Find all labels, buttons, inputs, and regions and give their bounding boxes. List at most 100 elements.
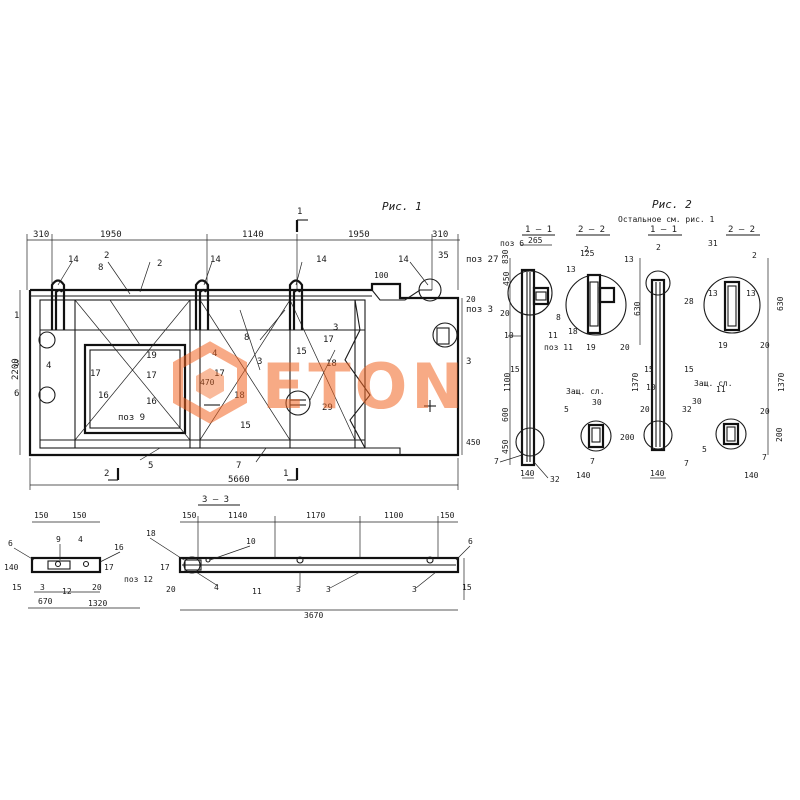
label-6: 6: [14, 389, 19, 399]
label-b-12: 12: [62, 587, 72, 596]
dim-b-1140: 1140: [228, 511, 247, 520]
label-5-s4: 5: [702, 445, 707, 454]
label-b-4-a: 4: [78, 535, 83, 544]
section-title-1-1-a: 1 — 1: [525, 225, 552, 235]
dim-100: 100: [374, 271, 389, 280]
label-b-4-b: 4: [214, 583, 219, 592]
section-title-1-1-b: 1 — 1: [650, 225, 677, 235]
dim-b-150-a: 150: [34, 511, 49, 520]
dim-top-1: 310: [33, 230, 49, 240]
section-2-2-b: 2 — 2 630 20 1370 20 200 140 31 2 13 13 …: [702, 225, 786, 480]
dim-140-d: 140: [744, 471, 759, 480]
dim-b-670: 670: [38, 597, 53, 606]
label-3-right: 3: [333, 323, 338, 333]
dim-b-15-a: 15: [12, 583, 22, 592]
dim-1100: 1100: [503, 373, 512, 392]
dim-b-1320: 1320: [88, 599, 107, 608]
dim-b-20-a: 20: [92, 583, 102, 592]
label-b-6-a: 6: [8, 539, 13, 548]
dim-top-3: 1140: [242, 230, 264, 240]
fig2-note: Остальное см. рис. 1: [618, 215, 715, 224]
dim-265: 265: [528, 236, 543, 245]
label-32-s3: 32: [682, 405, 692, 414]
label-14-d: 14: [398, 255, 409, 265]
dim-140-a: 140: [520, 469, 535, 478]
label-29: 29: [322, 403, 333, 413]
watermark: ETON: [173, 341, 467, 424]
label-4-left: 4: [46, 361, 51, 371]
main-elevation: 310 1950 1140 1950 310 1: [11, 207, 481, 490]
label-b-6-b: 6: [468, 537, 473, 546]
label-30-s3: 30: [692, 397, 702, 406]
label-15-a: 15: [240, 421, 251, 431]
section-title-2-2-b: 2 — 2: [728, 225, 755, 235]
label-10-s3: 10: [646, 383, 656, 392]
label-14-c: 14: [316, 255, 327, 265]
label-11-s4: 11: [716, 385, 726, 394]
label-3-far: 3: [466, 357, 471, 367]
label-2-s: 2: [584, 245, 589, 254]
label-13-a: 13: [566, 265, 576, 274]
fig2-title: Рис. 2: [652, 198, 692, 211]
label-5: 5: [148, 461, 153, 471]
label-poz3: поз 3: [466, 305, 493, 315]
label-b-3-a: 3: [40, 583, 45, 592]
dim-overall: 5660: [228, 475, 250, 485]
label-7-s4: 7: [762, 453, 767, 462]
watermark-text: ETON: [262, 350, 467, 423]
dim-600: 600: [501, 407, 510, 422]
label-13-d: 13: [746, 289, 756, 298]
label-7: 7: [236, 461, 241, 471]
label-15-s3b: 15: [684, 365, 694, 374]
label-5-s: 5: [564, 405, 569, 414]
label-2-b: 2: [157, 259, 162, 269]
zash-sl-a: Защ. сл.: [566, 387, 605, 396]
label-19-s: 19: [586, 343, 596, 352]
dim-20: 20: [466, 295, 476, 304]
label-b-poz12: поз 12: [124, 575, 153, 584]
dim-1370-a: 1370: [631, 373, 640, 392]
label-18-b: 18: [326, 359, 337, 369]
label-poz27: поз 27: [466, 255, 499, 265]
dim-b-150-b: 150: [72, 511, 87, 520]
label-14-b: 14: [210, 255, 221, 265]
dim-450: 450: [466, 438, 481, 447]
label-1: 1: [14, 311, 19, 321]
label-8-b: 8: [244, 333, 249, 343]
label-31: 31: [708, 239, 718, 248]
label-3-mid: 3: [257, 357, 262, 367]
dim-top-5: 310: [432, 230, 448, 240]
dim-b-3670: 3670: [304, 611, 323, 620]
dim-830: 830: [501, 249, 510, 264]
section-3-3: 3 — 3 150 150 140 15 670 20 1320 150: [4, 495, 473, 620]
label-8-a: 8: [98, 263, 103, 273]
cut-marker-1-top: 1: [297, 207, 302, 217]
zash-sl-b: Защ. сл.: [694, 379, 733, 388]
dim-b-20-b: 20: [166, 585, 176, 594]
dim-470: 470: [200, 378, 215, 387]
dim-b-150-c: 150: [182, 511, 197, 520]
dim-height: 2200: [11, 358, 21, 380]
label-poz6: поз 6: [500, 239, 524, 248]
section-1-1-b: 1 — 1 140 20 2 28 15 10 32 30 7 15 Защ. …: [640, 225, 733, 479]
label-2-s4: 2: [752, 251, 757, 260]
label-13-b: 13: [624, 255, 634, 264]
label-19-s4: 19: [718, 341, 728, 350]
label-b-17-a: 17: [104, 563, 114, 572]
label-poz11: поз 11: [544, 343, 573, 352]
dim-1370-b: 1370: [777, 373, 786, 392]
section-1-1-a: 1 — 1 265 450 830 20 1100 600 450 140 по…: [494, 225, 573, 484]
label-19: 19: [146, 351, 157, 361]
label-14-a: 14: [68, 255, 79, 265]
dim-140-c: 140: [650, 469, 665, 478]
label-10-s: 10: [504, 331, 514, 340]
section-title-2-2-a: 2 — 2: [578, 225, 605, 235]
section-2-2-a: 2 — 2 125 630 1370 20 200 140 13 2 18 5 …: [564, 225, 642, 480]
label-b-11: 11: [252, 587, 262, 596]
dim-630-a: 630: [633, 301, 642, 316]
label-2-a: 2: [104, 251, 109, 261]
label-30-s: 30: [592, 398, 602, 407]
dim-20-s2: 20: [620, 343, 630, 352]
label-b-18: 18: [146, 529, 156, 538]
